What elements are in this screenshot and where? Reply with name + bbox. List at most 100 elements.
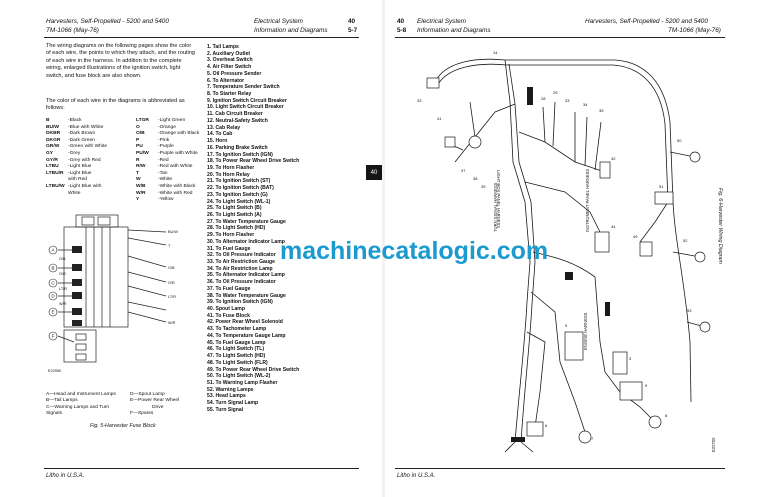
key-list-item: 20. To Horn Relay: [207, 171, 250, 178]
color-code-cell: -Purple with White: [158, 150, 198, 156]
color-code-cell: -White with Black: [158, 183, 196, 189]
color-code-cell: -Black: [68, 118, 82, 123]
color-code-cell: LTBU: [46, 164, 59, 170]
key-list-item: 40. Spout Lamp: [207, 306, 245, 313]
svg-text:52: 52: [683, 238, 688, 243]
fuse-label-b: B: [51, 266, 54, 271]
key-list-item: 28. To Light Switch (HD): [207, 225, 266, 232]
page-ref: 5-7: [348, 27, 358, 34]
right-footer-rule: [395, 468, 725, 469]
header-rule: [44, 37, 359, 38]
key-list-item: 48. To Light Switch (FLR): [207, 359, 268, 366]
fuse-label-e: E: [51, 310, 54, 315]
key-list-item: 8. To Starter Relay: [207, 91, 252, 98]
color-code-cell: -Light Blue: [68, 170, 92, 176]
legend-item: D—Spout Lamp: [130, 392, 165, 397]
svg-text:28: 28: [541, 96, 546, 101]
harness-label-turn: TURN SIGNAL HARNESS: [493, 182, 498, 232]
key-list-item: 4. Air Filter Switch: [207, 64, 252, 71]
svg-text:5: 5: [565, 323, 568, 328]
svg-text:6: 6: [545, 423, 548, 428]
fuse-label-f: F: [52, 334, 55, 339]
legend-item: B—Tail Lamps: [46, 398, 78, 404]
subsection-title: Information and Diagrams: [254, 27, 328, 34]
color-code-cell: BU/W: [46, 124, 60, 130]
key-list-item: 45. To Fuel Gauge Lamp: [207, 339, 266, 346]
color-code-cell: W: [136, 177, 141, 183]
color-code-cell: -White with Red: [158, 190, 193, 196]
color-code-cell: T: [136, 170, 139, 176]
key-list-item: 33. To Air Restriction Gauge: [207, 259, 275, 265]
color-code-cell: with Red: [68, 177, 88, 183]
svg-text:49: 49: [633, 234, 638, 239]
key-list-item: 25. To Light Switch (B): [207, 205, 262, 212]
intro-paragraph: The wiring diagrams on the following pag…: [46, 43, 195, 79]
color-code-cell: PU: [136, 144, 143, 150]
header-title: Harvesters, Self-Propelled - 5200 and 54…: [46, 18, 169, 25]
wire-label-2: T: [168, 244, 171, 248]
svg-text:51: 51: [659, 184, 664, 189]
key-list-item: 15. Horn: [207, 138, 228, 145]
color-code-cell: White: [68, 190, 81, 196]
svg-text:38: 38: [473, 176, 478, 181]
key-list-item: 24. To Light Switch (WL-1): [207, 198, 271, 205]
key-list-item: 31. To Fuel Gauge: [207, 245, 251, 252]
wire-label-3: O/B: [168, 266, 175, 270]
color-code-cell: [46, 191, 68, 198]
svg-text:29: 29: [553, 90, 558, 95]
key-list-item: 2. Auxiliary Outlet: [207, 50, 251, 57]
key-list-item: 22. To Ignition Switch (BAT): [207, 185, 274, 192]
color-code-cell: R/W: [136, 164, 146, 170]
svg-text:44: 44: [611, 224, 616, 229]
color-code-cell: -Blue with White: [68, 124, 104, 130]
key-list-item: 26. To Light Switch (A): [207, 211, 262, 218]
wire-label-4: O/R: [168, 281, 175, 285]
color-code-cell: O: [136, 124, 140, 130]
left-page: Harvesters, Self-Propelled - 5200 and 54…: [0, 0, 382, 497]
svg-text:37: 37: [461, 168, 466, 173]
right-section-title: Electrical System: [417, 18, 467, 25]
key-list-item: 34. To Air Restriction Lamp: [207, 265, 273, 272]
key-list-item: 32. To Oil Pressure Indicator: [207, 252, 276, 259]
color-code-cell: DKGR: [46, 137, 61, 143]
color-code-cell: -Grey with Red: [68, 157, 101, 163]
svg-text:42: 42: [611, 156, 616, 161]
key-list-item: 18. To Power Rear Wheel Drive Switch: [207, 158, 300, 165]
svg-text:33: 33: [565, 98, 570, 103]
key-list-item: 51. To Warning Lamp Flasher: [207, 379, 278, 386]
key-list-item: 13. Cab Relay: [207, 124, 241, 131]
fuse-block-drawing: A B C D E F BU/W T O/B O/R LT/R W/R O/B …: [48, 214, 178, 373]
color-code-cell: -Grey: [68, 150, 81, 156]
fuse-caption: Fig. 5-Harvester Fuse Block: [90, 423, 156, 429]
color-code-row: Y-Yellow: [46, 197, 199, 204]
key-list-item: 42. Power Rear Wheel Solenoid: [207, 319, 283, 326]
key-list-item: 29. To Horn Flasher: [207, 232, 255, 239]
wire-label-6: W/R: [168, 321, 176, 325]
fuse-label-a: A: [51, 248, 55, 253]
key-list-item: 38. To Water Temperature Gauge: [207, 292, 286, 299]
header-code: TM-1066 (May-76): [46, 27, 99, 34]
svg-text:14: 14: [493, 50, 498, 55]
key-list-item: 30. To Alternator Indicator Lamp: [207, 238, 285, 245]
page-tab-left: 40: [366, 165, 382, 180]
right-footer: Litho in U.S.A.: [397, 473, 436, 479]
key-list-item: 17. To Ignition Switch (IGN): [207, 151, 273, 158]
key-list-item: 23. To Ignition Switch (G): [207, 191, 268, 198]
color-code-cell: -Green with White: [68, 144, 108, 150]
color-code-cell: R: [136, 157, 140, 163]
key-list-item: 1. Tail Lamps: [207, 44, 239, 50]
right-header-rule: [395, 37, 725, 38]
key-list-item: 10. Light Switch Circuit Breaker: [207, 104, 284, 111]
wire-label-5: LT/R: [168, 295, 176, 299]
right-page-number: 40: [397, 18, 405, 25]
right-page-ref: 5-8: [397, 27, 407, 34]
